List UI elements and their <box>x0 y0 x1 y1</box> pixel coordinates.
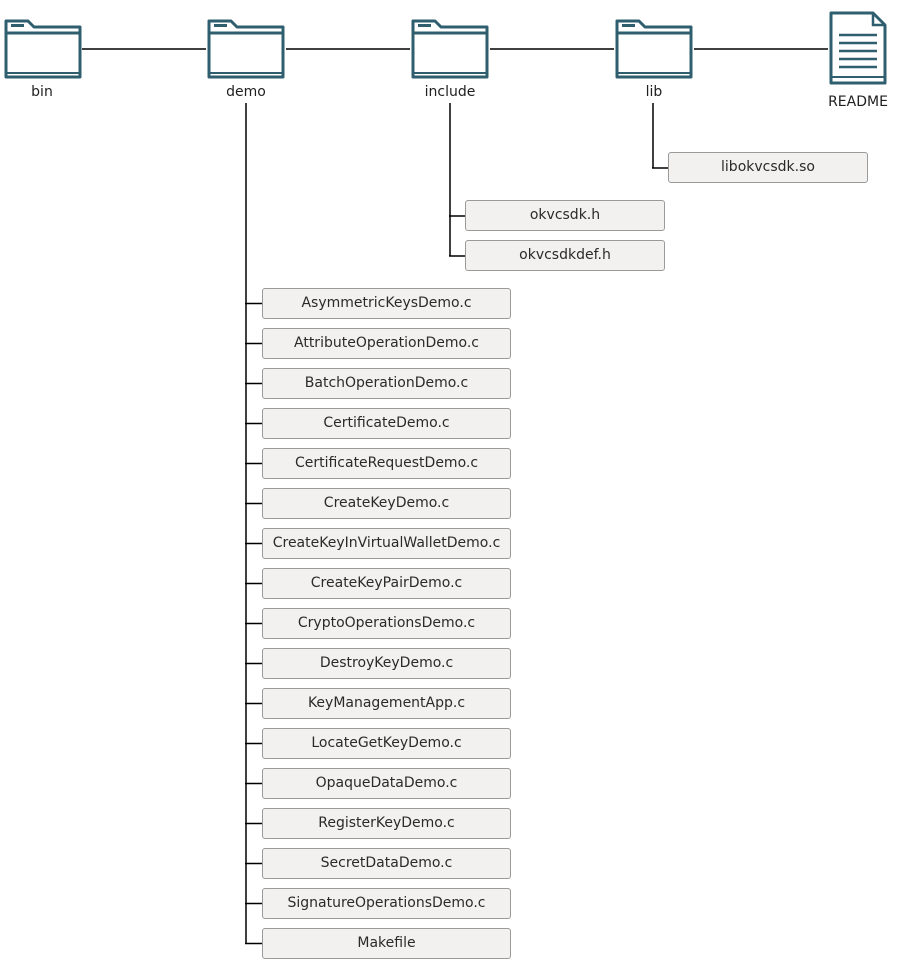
folder-icon <box>4 19 82 79</box>
folder-icon <box>615 19 693 79</box>
demo-file-box[interactable]: OpaqueDataDemo.c <box>262 768 511 799</box>
folder-icon-include[interactable] <box>411 17 489 79</box>
demo-file-box[interactable]: BatchOperationDemo.c <box>262 368 511 399</box>
folder-label-lib: lib <box>645 84 663 100</box>
folder-icon-demo[interactable] <box>207 17 285 79</box>
demo-file-box[interactable]: AttributeOperationDemo.c <box>262 328 511 359</box>
demo-file-box[interactable]: CertificateDemo.c <box>262 408 511 439</box>
include-file-box[interactable]: okvcsdk.h <box>465 200 665 231</box>
demo-file-box[interactable]: DestroyKeyDemo.c <box>262 648 511 679</box>
demo-file-box[interactable]: CreateKeyDemo.c <box>262 488 511 519</box>
document-icon-readme[interactable] <box>829 11 889 85</box>
folder-label-bin: bin <box>31 84 53 100</box>
folder-icon <box>411 19 489 79</box>
demo-file-box[interactable]: SecretDataDemo.c <box>262 848 511 879</box>
demo-file-box[interactable]: CreateKeyPairDemo.c <box>262 568 511 599</box>
document-icon <box>829 11 887 85</box>
demo-file-box[interactable]: AsymmetricKeysDemo.c <box>262 288 511 319</box>
folder-label-demo: demo <box>226 84 266 100</box>
include-file-box[interactable]: okvcsdkdef.h <box>465 240 665 271</box>
folder-icon-bin[interactable] <box>4 17 82 79</box>
lib-file-box[interactable]: libokvcsdk.so <box>668 152 868 183</box>
demo-file-box[interactable]: SignatureOperationsDemo.c <box>262 888 511 919</box>
folder-label-include: include <box>424 84 476 100</box>
folder-icon-lib[interactable] <box>615 17 693 79</box>
folder-icon <box>207 19 285 79</box>
demo-file-box[interactable]: RegisterKeyDemo.c <box>262 808 511 839</box>
demo-file-box[interactable]: CryptoOperationsDemo.c <box>262 608 511 639</box>
demo-file-box[interactable]: Makefile <box>262 928 511 959</box>
demo-file-box[interactable]: CreateKeyInVirtualWalletDemo.c <box>262 528 511 559</box>
demo-file-box[interactable]: KeyManagementApp.c <box>262 688 511 719</box>
readme-label: README <box>828 94 888 110</box>
demo-file-box[interactable]: LocateGetKeyDemo.c <box>262 728 511 759</box>
demo-file-box[interactable]: CertificateRequestDemo.c <box>262 448 511 479</box>
